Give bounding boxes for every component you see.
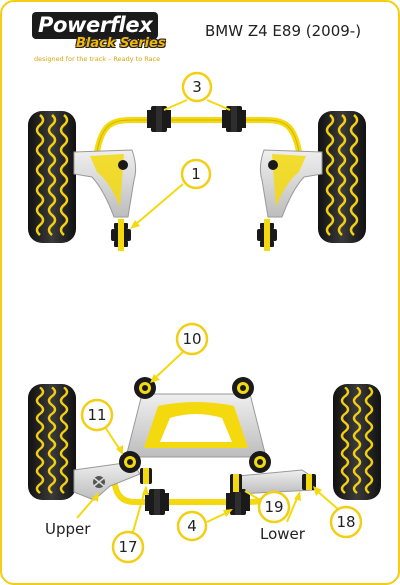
rear-subframe-bush-right <box>232 377 254 399</box>
brand-tagline: designed for the track – Ready to Race <box>34 55 161 63</box>
vehicle-title: BMW Z4 E89 (2009-) <box>205 22 362 40</box>
front-arm-bush-left <box>111 219 131 251</box>
callout-19-label: 19 <box>264 498 283 516</box>
front-arb-bush-right <box>222 106 246 132</box>
lower-label: Lower <box>260 525 306 543</box>
callout-11-label: 11 <box>87 406 106 424</box>
front-right-tyre <box>318 111 366 243</box>
callout-17-label: 17 <box>118 538 137 556</box>
lower-label-group: Lower <box>260 491 306 543</box>
rear-lower-link-outer-bush <box>302 474 316 490</box>
rear-upper-arm-bush <box>140 468 152 484</box>
front-arb-bush-left <box>147 106 171 132</box>
callout-4: 4 <box>176 509 233 542</box>
rear-right-tyre <box>333 384 381 500</box>
rear-lower-link-inner-bush <box>230 474 242 492</box>
callout-11: 11 <box>80 398 123 455</box>
rear-left-tyre <box>28 384 76 500</box>
callout-1-label: 1 <box>191 165 201 183</box>
callout-1: 1 <box>130 158 212 229</box>
rear-arb-bush-left <box>145 489 169 515</box>
upper-label: Upper <box>45 520 91 538</box>
brand-series: Black Series <box>76 36 166 51</box>
front-anti-roll-bar <box>94 117 302 155</box>
callout-17: 17 <box>111 485 149 564</box>
callout-18: 18 <box>313 486 363 539</box>
callout-18-label: 18 <box>336 513 355 531</box>
front-arm-bush-right <box>257 219 277 251</box>
powerflex-logo: Powerflex Black Series designed for the … <box>32 12 180 63</box>
front-axle: 3 1 <box>28 71 366 251</box>
callout-4-label: 4 <box>187 517 197 535</box>
brand-name: Powerflex <box>32 12 159 39</box>
callout-3: 3 <box>163 71 231 111</box>
upper-label-group: Upper <box>45 492 99 538</box>
callout-3-label: 3 <box>192 78 202 96</box>
rear-subframe-lower-bush-right <box>249 451 271 473</box>
rear-axle: 10 11 17 4 <box>28 322 381 564</box>
callout-10-label: 10 <box>182 330 201 348</box>
callout-19: 19 <box>244 490 291 524</box>
front-left-tyre <box>28 111 76 243</box>
callout-10: 10 <box>150 322 209 383</box>
